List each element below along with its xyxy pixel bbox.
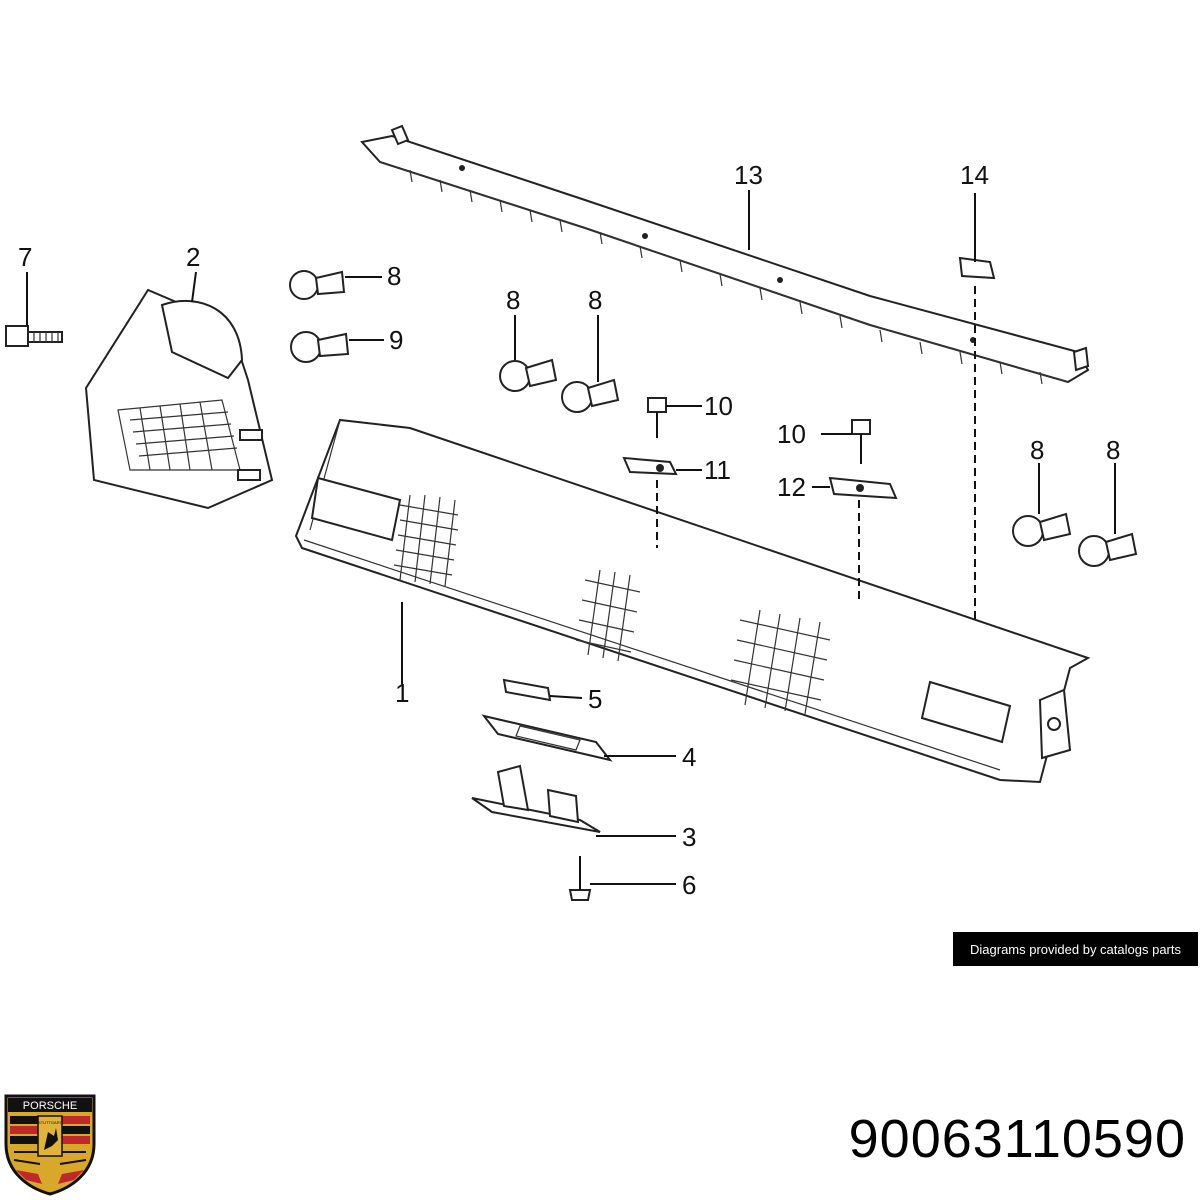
- part-5-festoon-bulb: [502, 678, 552, 702]
- callout-labels: 7 2 8 9 8 8 13 14 10 11 10 12 8 8 1 5 4 …: [18, 160, 1120, 900]
- part-6-screw: [568, 856, 592, 901]
- part-1-rear-panel: [294, 418, 1091, 784]
- callout-14: 14: [960, 160, 989, 190]
- callout-11: 11: [704, 455, 731, 485]
- callout-2: 2: [186, 242, 200, 272]
- callout-5: 5: [588, 684, 602, 714]
- callout-1: 1: [395, 678, 409, 708]
- callout-13: 13: [734, 160, 763, 190]
- callout-8d: 8: [1030, 435, 1044, 465]
- callout-7: 7: [18, 242, 32, 272]
- part-13-trim-strip: [360, 124, 1090, 385]
- part-8-bulb-center-left: [499, 358, 558, 392]
- callout-8e: 8: [1106, 435, 1120, 465]
- callout-10a: 10: [704, 391, 733, 421]
- part-11-clip: [622, 456, 678, 476]
- svg-text:PORSCHE: PORSCHE: [23, 1100, 77, 1112]
- callout-8a: 8: [387, 261, 401, 291]
- callout-12: 12: [777, 472, 806, 502]
- part-8-bulb-right-a: [1012, 512, 1072, 547]
- part-8-bulb-right-b: [1078, 532, 1138, 567]
- callout-3: 3: [682, 822, 696, 852]
- part-9-bulb: [290, 331, 350, 363]
- leader-lines: [26, 190, 1116, 885]
- part-4-lens: [481, 714, 613, 762]
- part-14-clip: [958, 256, 996, 280]
- callout-8b: 8: [506, 285, 520, 315]
- callout-8c: 8: [588, 285, 602, 315]
- callout-9: 9: [389, 325, 403, 355]
- callout-10b: 10: [777, 419, 806, 449]
- callout-6: 6: [682, 870, 696, 900]
- part-number: 90063110590: [848, 1109, 1186, 1169]
- credit-banner: Diagrams provided by catalogs parts: [953, 932, 1198, 966]
- svg-text:STUTTGART: STUTTGART: [38, 1120, 62, 1125]
- part-8-bulb-upper-left: [289, 270, 346, 300]
- part-12-clip: [828, 476, 898, 500]
- callout-4: 4: [682, 742, 696, 772]
- part-7-screw: [5, 325, 63, 347]
- part-10-screw-right: [851, 419, 871, 464]
- part-8-bulb-center-right: [561, 378, 620, 413]
- part-3-housing: [471, 764, 601, 833]
- part-10-screw-left: [647, 397, 667, 438]
- porsche-crest-logo: PORSCHE STUTTGART: [4, 1094, 96, 1196]
- part-2-side-light: [84, 288, 274, 510]
